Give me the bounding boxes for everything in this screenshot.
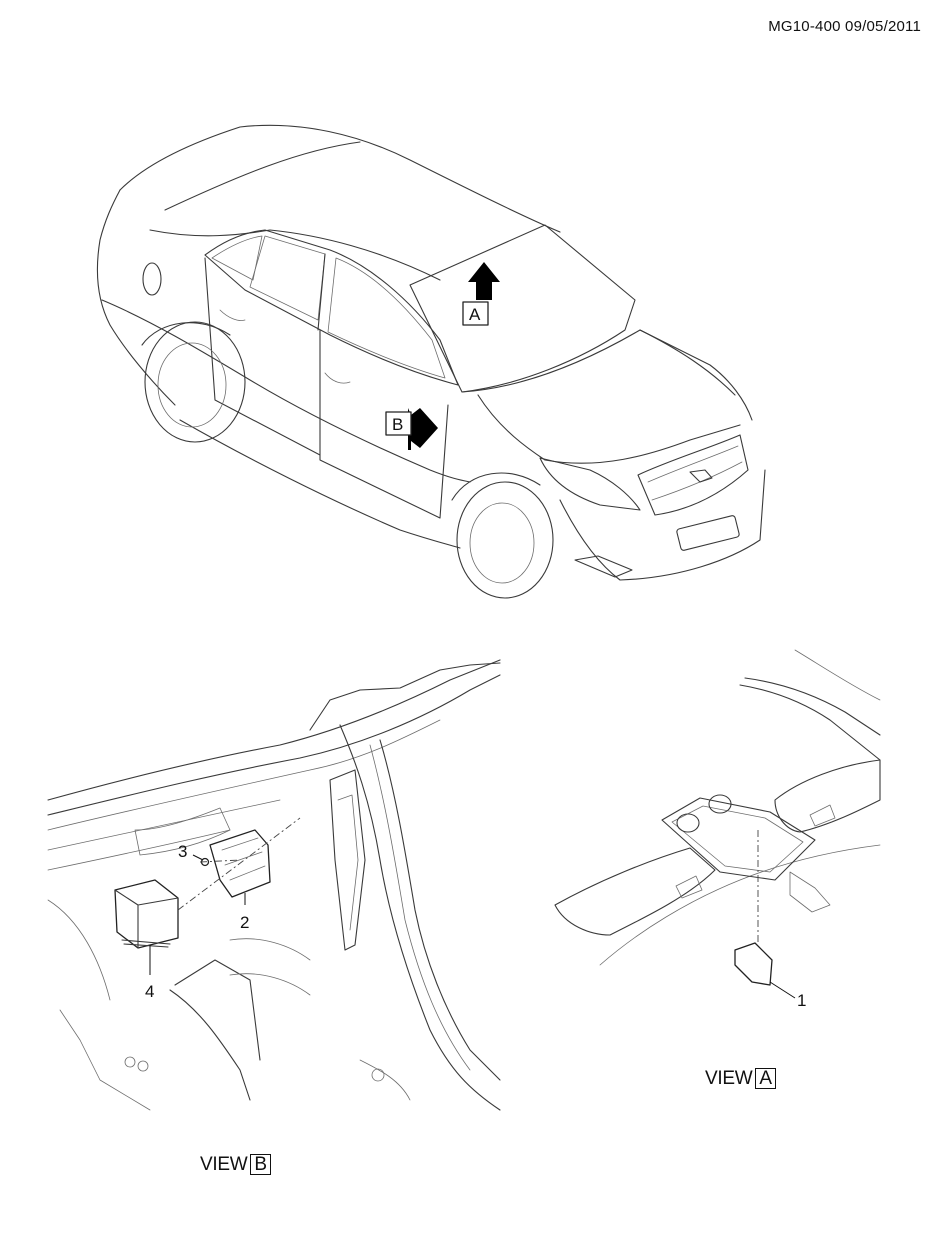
view-a-title-letter: A <box>755 1068 776 1089</box>
arrow-b-letter: B <box>392 415 403 434</box>
callout-2: 2 <box>240 913 249 932</box>
view-b-title-letter: B <box>250 1154 271 1175</box>
view-a-illustration: 1 <box>554 649 881 1010</box>
arrow-b-icon <box>408 408 438 450</box>
callout-1: 1 <box>797 991 806 1010</box>
document-id: MG10-400 09/05/2011 <box>768 18 921 35</box>
vehicle-overview: A B <box>96 124 766 599</box>
callout-3: 3 <box>178 842 187 861</box>
sensor-part <box>734 942 773 986</box>
view-b-title-word: VIEW <box>200 1154 248 1175</box>
control-module-part <box>114 879 179 949</box>
arrow-b-label-box <box>385 411 412 436</box>
view-a-title-word: VIEW <box>705 1068 753 1089</box>
arrow-a-icon <box>468 262 500 300</box>
view-b-illustration: 3 2 4 <box>47 659 501 1111</box>
callout-4: 4 <box>145 982 154 1001</box>
arrow-a-label-box <box>462 301 489 326</box>
arrow-a-letter: A <box>469 305 481 324</box>
